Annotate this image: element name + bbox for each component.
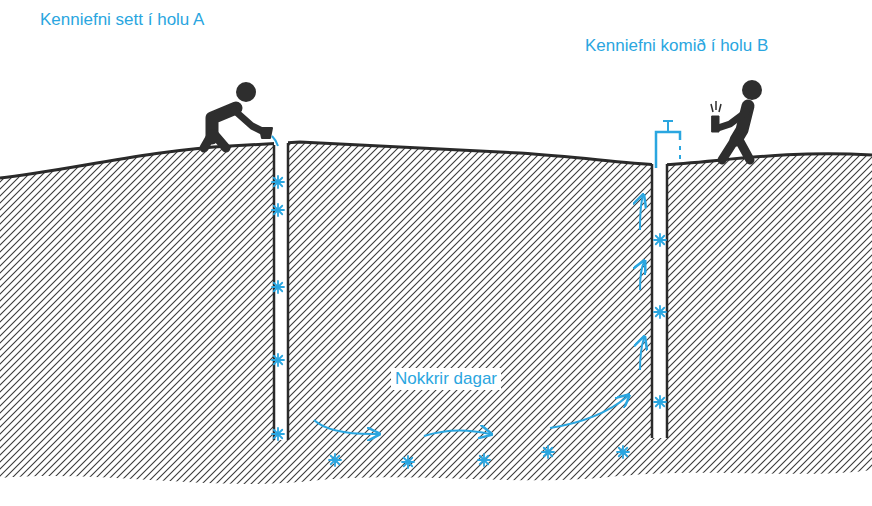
tracer-star [274,356,282,364]
step-label: Kenniefni sett í holu A [40,10,204,30]
tracer-star [656,308,664,316]
tracer-particles [272,176,666,468]
tracer-star [274,283,282,291]
ground-hatch [0,142,872,484]
well-a [274,138,288,440]
sampling-tap [656,132,680,168]
person-sampling [712,80,762,160]
person-pouring [204,82,272,148]
tracer-star [544,448,552,456]
flow-arrows [314,196,644,436]
tracer-star [480,456,488,464]
tracer-star [331,456,339,464]
tracer-star [404,458,412,466]
well-b [652,160,667,438]
tracer-star [656,398,664,406]
tracer-star [274,206,282,214]
tracer-star [274,430,282,438]
tracer-star [656,236,664,244]
tracer-star [274,178,282,186]
tracer-star [619,448,627,456]
step-label: Kenniefni komið í holu B [585,36,768,56]
time-label: Nokkrir dagar [391,368,501,390]
